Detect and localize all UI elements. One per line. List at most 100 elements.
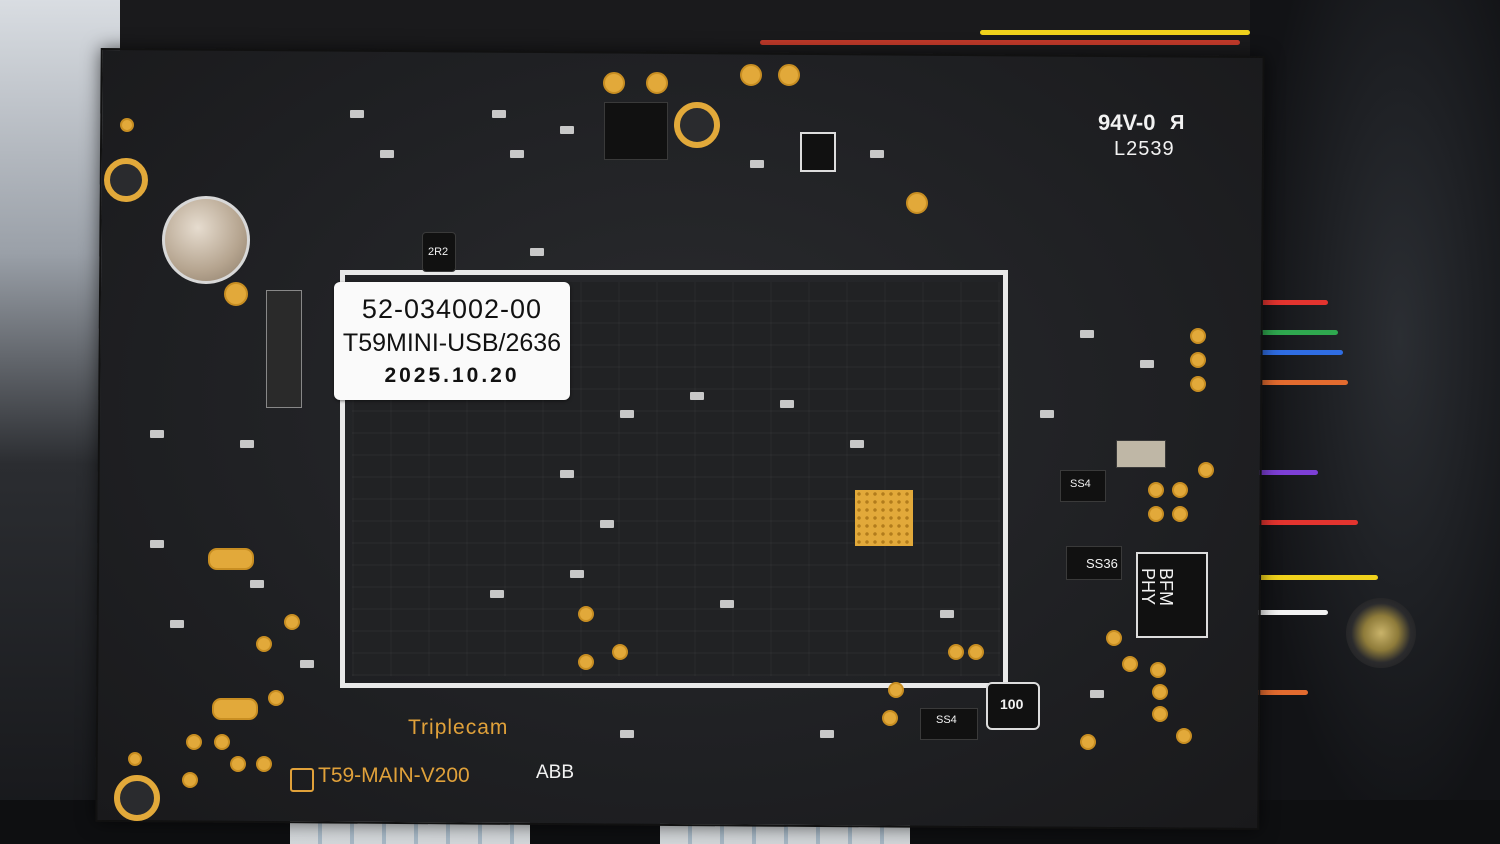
wire-top-twisted: [760, 40, 1240, 45]
smd-component: [492, 110, 506, 118]
smd-component: [380, 150, 394, 158]
silk-100: 100: [1000, 696, 1024, 712]
smd-component: [1080, 330, 1094, 338]
gold-pad: [1122, 656, 1138, 672]
gold-pad: [646, 72, 668, 94]
smd-component: [850, 440, 864, 448]
gold-pad: [1172, 482, 1188, 498]
smd-component: [560, 470, 574, 478]
smd-component: [1040, 410, 1054, 418]
gold-pad: [1172, 506, 1188, 522]
gold-pad: [1148, 506, 1164, 522]
gold-pad: [948, 644, 964, 660]
silk-ss4-top: SS4: [1070, 478, 1091, 490]
label-model: T59MINI-USB/2636: [342, 329, 562, 357]
silk-ss4-bottom: SS4: [936, 714, 957, 726]
silk-2r2: 2R2: [428, 246, 449, 258]
gold-pad: [230, 756, 246, 772]
product-label-sticker: 52-034002-00 T59MINI-USB/2636 2025.10.20: [334, 282, 570, 400]
via-ring-top: [674, 102, 720, 148]
ic-phy-bfm: [1136, 552, 1208, 638]
smd-component: [570, 570, 584, 578]
gold-pad: [1176, 728, 1192, 744]
smd-component: [620, 730, 634, 738]
wire-blue: [1248, 350, 1343, 355]
wire-green: [1248, 330, 1338, 335]
silk-abb: ABB: [536, 762, 575, 783]
background-right: [1250, 0, 1500, 844]
smd-component: [150, 540, 164, 548]
gold-pad: [778, 64, 800, 86]
gold-pad: [214, 734, 230, 750]
gold-slot-pad: [212, 698, 258, 720]
gold-pad: [612, 644, 628, 660]
gold-pad: [882, 710, 898, 726]
wire-yellow: [1248, 575, 1378, 580]
smd-component: [940, 610, 954, 618]
gold-slot-pad: [208, 548, 254, 570]
smd-component: [620, 410, 634, 418]
smd-component: [240, 440, 254, 448]
inductor-100: [986, 682, 1040, 730]
smd-component: [600, 520, 614, 528]
crystal: [1116, 440, 1166, 468]
wire-orange-2: [1248, 690, 1308, 695]
wire-red-2: [1248, 520, 1358, 525]
wire-white: [1248, 610, 1328, 615]
gold-pad: [1106, 630, 1122, 646]
gold-pad: [1190, 328, 1206, 344]
gold-pad: [1190, 352, 1206, 368]
smd-component: [690, 392, 704, 400]
smd-component: [150, 430, 164, 438]
smd-component: [720, 600, 734, 608]
silk-lot: L2539: [1114, 138, 1175, 160]
silk-brand: Triplecam: [408, 716, 509, 739]
smd-component: [170, 620, 184, 628]
smd-component: [490, 590, 504, 598]
wire-top-yellow: [980, 30, 1250, 35]
gold-pad: [1198, 462, 1214, 478]
coin-cell-battery: [162, 196, 250, 284]
smd-component: [510, 150, 524, 158]
smd-component: [1090, 690, 1104, 698]
gold-pad: [603, 72, 625, 94]
smd-component: [530, 248, 544, 256]
smd-component: [350, 110, 364, 118]
gold-pad: [186, 734, 202, 750]
shield-frame: [340, 270, 1008, 688]
gold-pad: [256, 756, 272, 772]
gold-pad: [1152, 706, 1168, 722]
gold-pad: [1150, 662, 1166, 678]
label-part-number: 52-034002-00: [361, 294, 543, 324]
ul-mark-icon: Я: [1170, 112, 1185, 134]
gold-pad: [1080, 734, 1096, 750]
brass-screw: [1346, 598, 1416, 668]
gold-pad: [968, 644, 984, 660]
smd-component: [300, 660, 314, 668]
inductor-2r2: [422, 232, 456, 272]
soic-ic: [604, 102, 668, 160]
silk-ss36: SS36: [1086, 556, 1118, 571]
gold-pad: [1152, 684, 1168, 700]
diode-ss4-bottom: [920, 708, 978, 740]
gold-pad: [906, 192, 928, 214]
board-name-marker-icon: [290, 768, 314, 792]
silk-rating: 94V-0: [1098, 110, 1156, 135]
bga-pad-area: [855, 490, 913, 546]
mounting-hole-top-left: [104, 158, 148, 202]
smd-component: [750, 160, 764, 168]
mounting-hole-bottom-left: [114, 775, 160, 821]
smd-component: [250, 580, 264, 588]
gold-pad: [284, 614, 300, 630]
gold-pad: [128, 752, 142, 766]
shield-area: [352, 282, 1000, 676]
smd-component: [780, 400, 794, 408]
smd-component: [820, 730, 834, 738]
gold-pad: [268, 690, 284, 706]
wire-red: [1248, 300, 1328, 305]
silk-bfm: BFM: [1156, 568, 1176, 606]
gold-pad: [578, 654, 594, 670]
pin-header: [266, 290, 302, 408]
wire-orange: [1248, 380, 1348, 385]
smd-component: [870, 150, 884, 158]
